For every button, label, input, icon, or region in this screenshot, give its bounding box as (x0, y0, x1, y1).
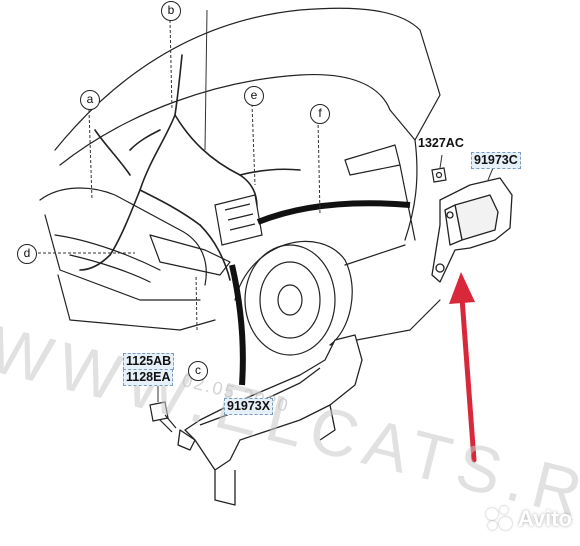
part-label-91973c: 91973C (471, 152, 521, 169)
callout-e: e (244, 86, 264, 106)
bracket-91973c (431, 177, 513, 283)
bolt-1125ab (149, 401, 177, 433)
part-label-91973x: 91973X (224, 398, 274, 415)
avito-dots-icon (485, 506, 512, 532)
callout-leaders (38, 9, 321, 331)
callout-c: c (188, 361, 208, 381)
avito-logo: Avito (485, 506, 572, 532)
callout-b: b (161, 1, 181, 21)
part-label-1128ea: 1128EA (123, 369, 174, 386)
avito-wordmark: Avito (517, 506, 572, 531)
protector-91973x (177, 334, 363, 506)
part-label-1327ac: 1327AC (418, 136, 464, 150)
callout-f: f (310, 104, 330, 124)
callout-a: a (80, 90, 100, 110)
pointer-arrow (449, 272, 477, 463)
leader-right (256, 200, 411, 225)
part-label-1125ab: 1125AB (123, 353, 175, 370)
vehicle-body (39, 7, 441, 356)
clip-1327ac (431, 167, 447, 183)
callout-d: d (17, 244, 37, 264)
leader-lower (229, 264, 246, 386)
bracket-leader (487, 167, 494, 181)
junction-box (214, 194, 263, 246)
clip-leader (439, 154, 443, 169)
